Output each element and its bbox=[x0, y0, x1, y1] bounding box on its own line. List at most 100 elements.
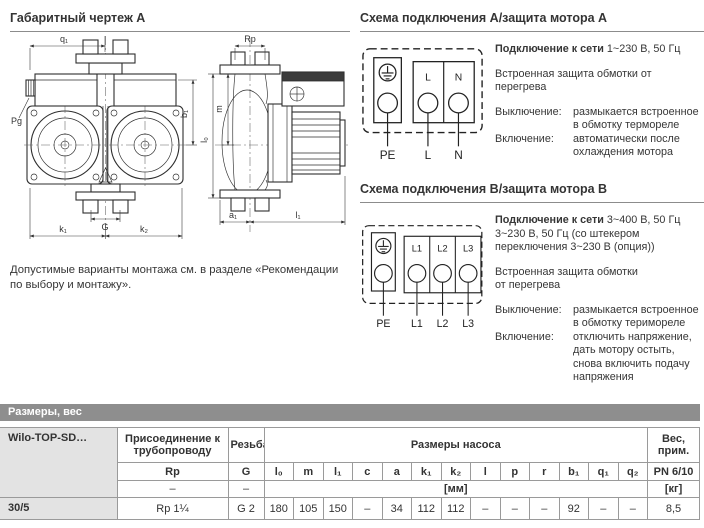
section-heading-wiring-a: Схема подключения A/защита мотора A bbox=[360, 6, 704, 32]
dimensions-table-section: Размеры, вес Wilo-TOP-SD… Присоединение … bbox=[0, 404, 704, 520]
dim-col-header: b₁ bbox=[558, 462, 589, 481]
wiring-section-a: Схема подключения A/защита мотора A bbox=[360, 6, 704, 163]
section-heading-wiring-b: Схема подключения B/защита мотора B bbox=[360, 177, 704, 203]
dim-label-a1: a₁ bbox=[229, 210, 237, 220]
dim-label-l1: l₁ bbox=[295, 210, 300, 220]
dim-label-pg: Pg bbox=[11, 116, 22, 126]
side-view-dimensions: Rp m l₀ a₁ l₁ bbox=[199, 34, 346, 225]
front-view bbox=[24, 36, 186, 228]
table-data-row: 30/5 Rp 1¼ G 2 180 105 150 – 34 112 112 … bbox=[0, 497, 701, 520]
terminal-letter: L1 bbox=[412, 243, 422, 253]
dim-col-header: p bbox=[499, 462, 530, 481]
dim-label-b1: b₁ bbox=[179, 110, 189, 118]
weight-value-cell: 8,5 bbox=[647, 497, 701, 520]
dim-value-cell: 112 bbox=[411, 497, 442, 520]
thread-value-cell: G 2 bbox=[227, 497, 265, 520]
wiring-text-a: Подключение к сети 1~230 В, 50 Гц Встрое… bbox=[495, 43, 704, 163]
terminal-diagram-b: L1 L2 L3 PE L1 L2 L3 bbox=[362, 225, 483, 330]
switch-on-text: автоматически после охлаждения мотора bbox=[573, 132, 680, 159]
model-value-cell: 30/5 bbox=[0, 497, 118, 520]
lead-label-n: N bbox=[454, 148, 463, 162]
lead-label-l2: L2 bbox=[437, 318, 449, 330]
terminal-letter: L3 bbox=[463, 243, 473, 253]
dim-value-cell: 112 bbox=[440, 497, 471, 520]
col-header-pump-dimensions: Размеры насоса bbox=[263, 427, 649, 463]
unit-kg-cell: [кг] bbox=[647, 480, 701, 498]
switch-on-text: отключить напряжение, дать мотору остыть… bbox=[573, 330, 692, 384]
dim-label-k2: k₂ bbox=[140, 224, 149, 234]
mains-connection-a: Подключение к сети 1~230 В, 50 Гц bbox=[495, 43, 681, 55]
sub-header-g: G bbox=[227, 462, 265, 481]
terminal-letter: L bbox=[425, 72, 431, 83]
dim-value-cell: – bbox=[499, 497, 530, 520]
pipe-value-cell: Rp 1¼ bbox=[116, 497, 229, 520]
protection-text-a: Встроенная защита обмотки от перегрева bbox=[495, 67, 652, 94]
dim-value-cell: – bbox=[617, 497, 649, 520]
dimensional-drawing-section: Габаритный чертеж A bbox=[10, 6, 350, 293]
pump-dimensional-drawing: q₁ Pg b₁ G k₁ k₂ bbox=[11, 34, 348, 239]
lead-label-pe: PE bbox=[376, 318, 390, 330]
dim-value-cell: 180 bbox=[263, 497, 294, 520]
side-view bbox=[215, 38, 348, 232]
dim-value-cell: 34 bbox=[381, 497, 412, 520]
switch-off-text: размыкается встроенное в обмотку теримор… bbox=[573, 303, 699, 330]
section-heading-drawing: Габаритный чертеж A bbox=[10, 6, 350, 32]
dim-col-header: l bbox=[470, 462, 501, 481]
switch-on-row-b: Включение: отключить напряжение, дать мо… bbox=[495, 331, 704, 385]
dim-value-cell: 105 bbox=[293, 497, 324, 520]
protection-text-b: Встроенная защита обмотки от перегрева bbox=[495, 265, 638, 292]
table-header-row-symbols: Rp G l₀ m l₁ c a k₁ k₂ l p r b₁ q₁ q₂ PN… bbox=[0, 462, 701, 481]
switch-off-row-a: Выключение: размыкается встроенное в обм… bbox=[495, 106, 704, 133]
dim-value-cell: 150 bbox=[322, 497, 353, 520]
earth-symbol bbox=[378, 63, 397, 82]
sub-header-rp: Rp bbox=[117, 462, 229, 481]
dim-value-cell: – bbox=[352, 497, 383, 520]
col-header-pipe-connection: Присоединение к трубопроводу bbox=[116, 427, 229, 463]
dim-col-header: k₁ bbox=[411, 462, 442, 481]
lead-label-l3: L3 bbox=[462, 318, 474, 330]
switch-off-label: Выключение: bbox=[495, 105, 562, 118]
col-header-weight: Вес, прим. bbox=[647, 427, 701, 463]
switch-off-label: Выключение: bbox=[495, 303, 562, 316]
front-view-dimensions: q₁ Pg b₁ G k₁ k₂ bbox=[11, 34, 197, 239]
table-title-bar: Размеры, вес bbox=[0, 404, 700, 421]
wiring-text-b: Подключение к сети 3~400 В, 50 Гц 3~230 … bbox=[495, 214, 704, 385]
wiring-section-b: Схема подключения B/защита мотора B bbox=[360, 177, 704, 385]
mains-connection-b-more: 3~230 В, 50 Гц (со штекером переключения… bbox=[495, 227, 655, 254]
dim-col-header: l₀ bbox=[263, 462, 294, 481]
lead-label-l1: L1 bbox=[411, 318, 423, 330]
pipe-dash-cell: – bbox=[117, 480, 229, 498]
sub-header-pn: PN 6/10 bbox=[647, 462, 701, 481]
dim-col-header: l₁ bbox=[322, 462, 353, 481]
dimensions-table: Wilo-TOP-SD… Присоединение к трубопровод… bbox=[0, 427, 701, 520]
table-header-row-groups: Wilo-TOP-SD… Присоединение к трубопровод… bbox=[0, 427, 701, 498]
dim-label-rp: Rp bbox=[244, 34, 256, 44]
dim-col-header: a bbox=[381, 462, 412, 481]
dim-col-header: r bbox=[529, 462, 560, 481]
switch-off-text: размыкается встроенное в обмотку терморе… bbox=[573, 105, 699, 132]
dim-col-header: c bbox=[352, 462, 383, 481]
dim-label-g: G bbox=[101, 222, 108, 232]
dim-col-header: q₂ bbox=[617, 462, 649, 481]
switch-on-label: Включение: bbox=[495, 132, 554, 145]
lead-label-pe: PE bbox=[380, 148, 396, 162]
dim-col-header: k₂ bbox=[440, 462, 471, 481]
mains-connection-b: Подключение к сети 3~400 В, 50 Гц bbox=[495, 214, 681, 226]
switch-on-label: Включение: bbox=[495, 330, 554, 343]
col-header-thread: Резьба bbox=[227, 427, 265, 463]
dim-value-cell: 92 bbox=[558, 497, 589, 520]
wiring-section: Схема подключения A/защита мотора A bbox=[360, 6, 704, 385]
earth-symbol bbox=[375, 237, 392, 255]
switch-on-row-a: Включение: автоматически после охлаждени… bbox=[495, 133, 704, 160]
unit-mm-cell: [мм] bbox=[263, 480, 649, 498]
terminal-letter: N bbox=[455, 72, 462, 83]
col-header-model: Wilo-TOP-SD… bbox=[0, 427, 118, 498]
dim-value-cell: – bbox=[529, 497, 560, 520]
dim-label-l0: l₀ bbox=[199, 137, 209, 143]
lead-label-l: L bbox=[425, 148, 432, 162]
switch-off-row-b: Выключение: размыкается встроенное в обм… bbox=[495, 304, 704, 331]
thread-dash-cell: – bbox=[227, 480, 265, 498]
mounting-note: Допустимые варианты монтажа см. в раздел… bbox=[10, 264, 339, 291]
dim-value-cell: – bbox=[588, 497, 619, 520]
